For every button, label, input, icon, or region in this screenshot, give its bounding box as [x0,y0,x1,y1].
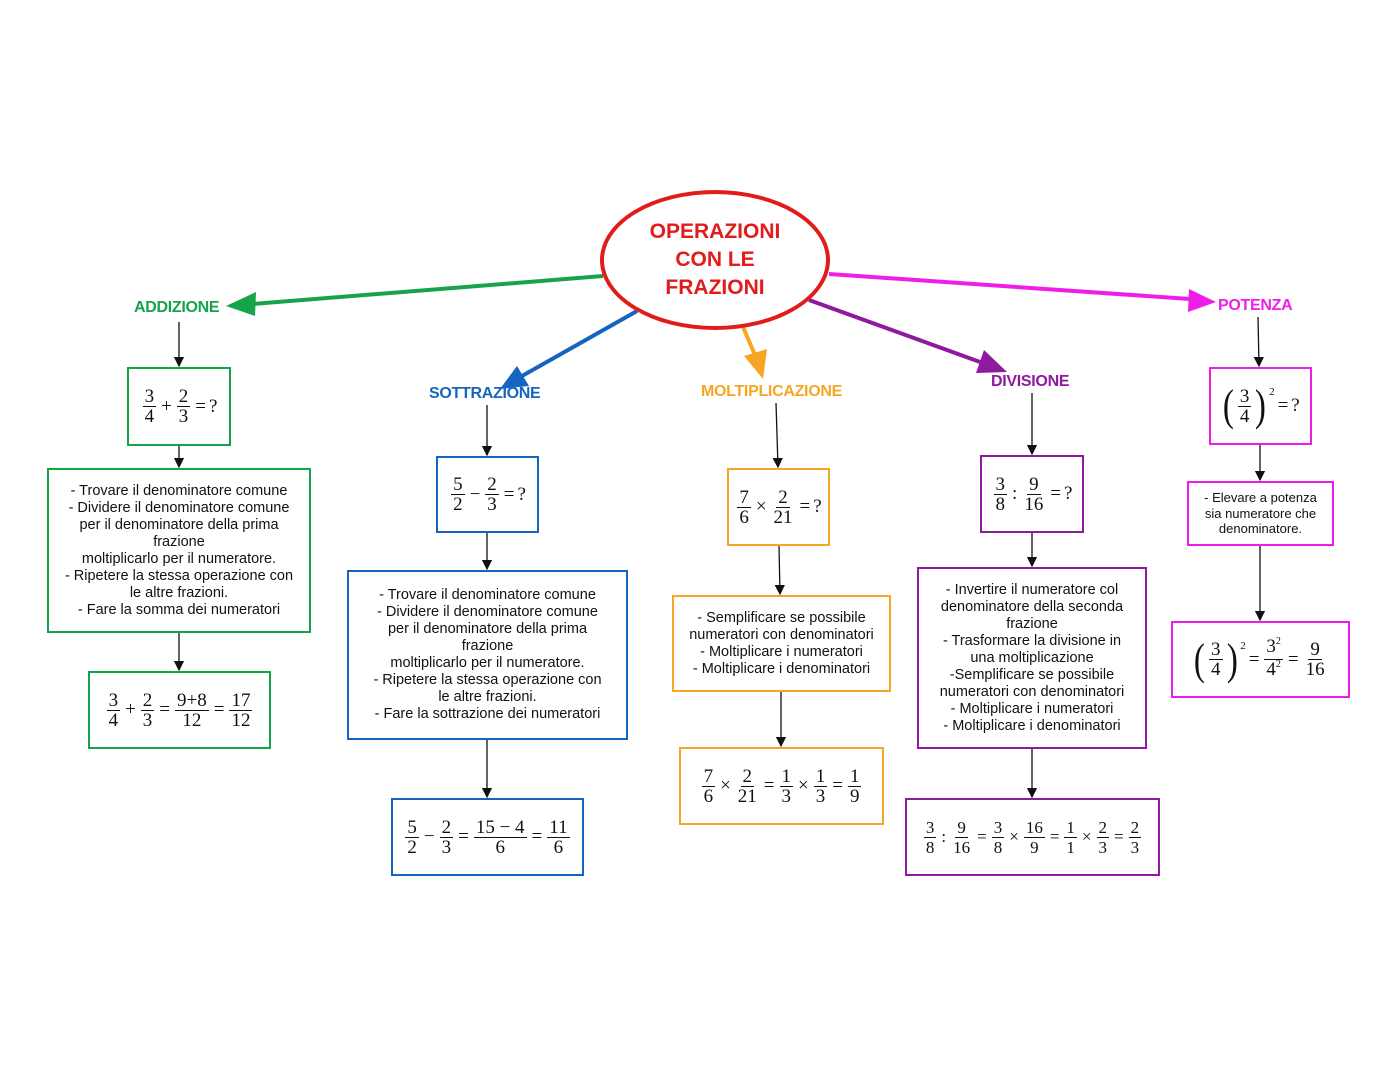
potenza-steps: - Elevare a potenza sia numeratore che d… [1204,490,1317,537]
arrow-addizione [226,274,604,316]
sottrazione-steps: - Trovare il denominatore comune - Divid… [373,587,602,722]
main-title-ellipse: OPERAZIONI CON LE FRAZIONI [600,190,830,330]
divisione-steps-box: - Invertire il numeratore col denominato… [917,567,1147,749]
arrow-moltiplicazione [741,326,767,379]
label-moltiplicazione: MOLTIPLICAZIONE [701,383,842,400]
potenza-steps-box: - Elevare a potenza sia numeratore che d… [1187,481,1334,546]
addizione-steps: - Trovare il denominatore comune - Divid… [64,482,294,618]
addizione-steps-box: - Trovare il denominatore comune - Divid… [47,468,311,633]
divisione-steps: - Invertire il numeratore col denominato… [939,581,1125,734]
thin-connectors [173,316,1266,799]
arrow-potenza [828,272,1216,312]
main-title: OPERAZIONI CON LE FRAZIONI [649,220,781,299]
moltiplicazione-steps: - Semplificare se possibile numeratori c… [689,609,874,677]
label-addizione: ADDIZIONE [134,299,220,316]
moltiplicazione-steps-box: - Semplificare se possibile numeratori c… [672,595,891,692]
label-sottrazione: SOTTRAZIONE [429,385,541,402]
label-divisione: DIVISIONE [991,373,1070,390]
sottrazione-steps-box: - Trovare il denominatore comune - Divid… [347,570,628,740]
arrow-divisione [808,298,1007,373]
label-potenza: POTENZA [1218,297,1293,314]
arrow-sottrazione [500,309,638,389]
